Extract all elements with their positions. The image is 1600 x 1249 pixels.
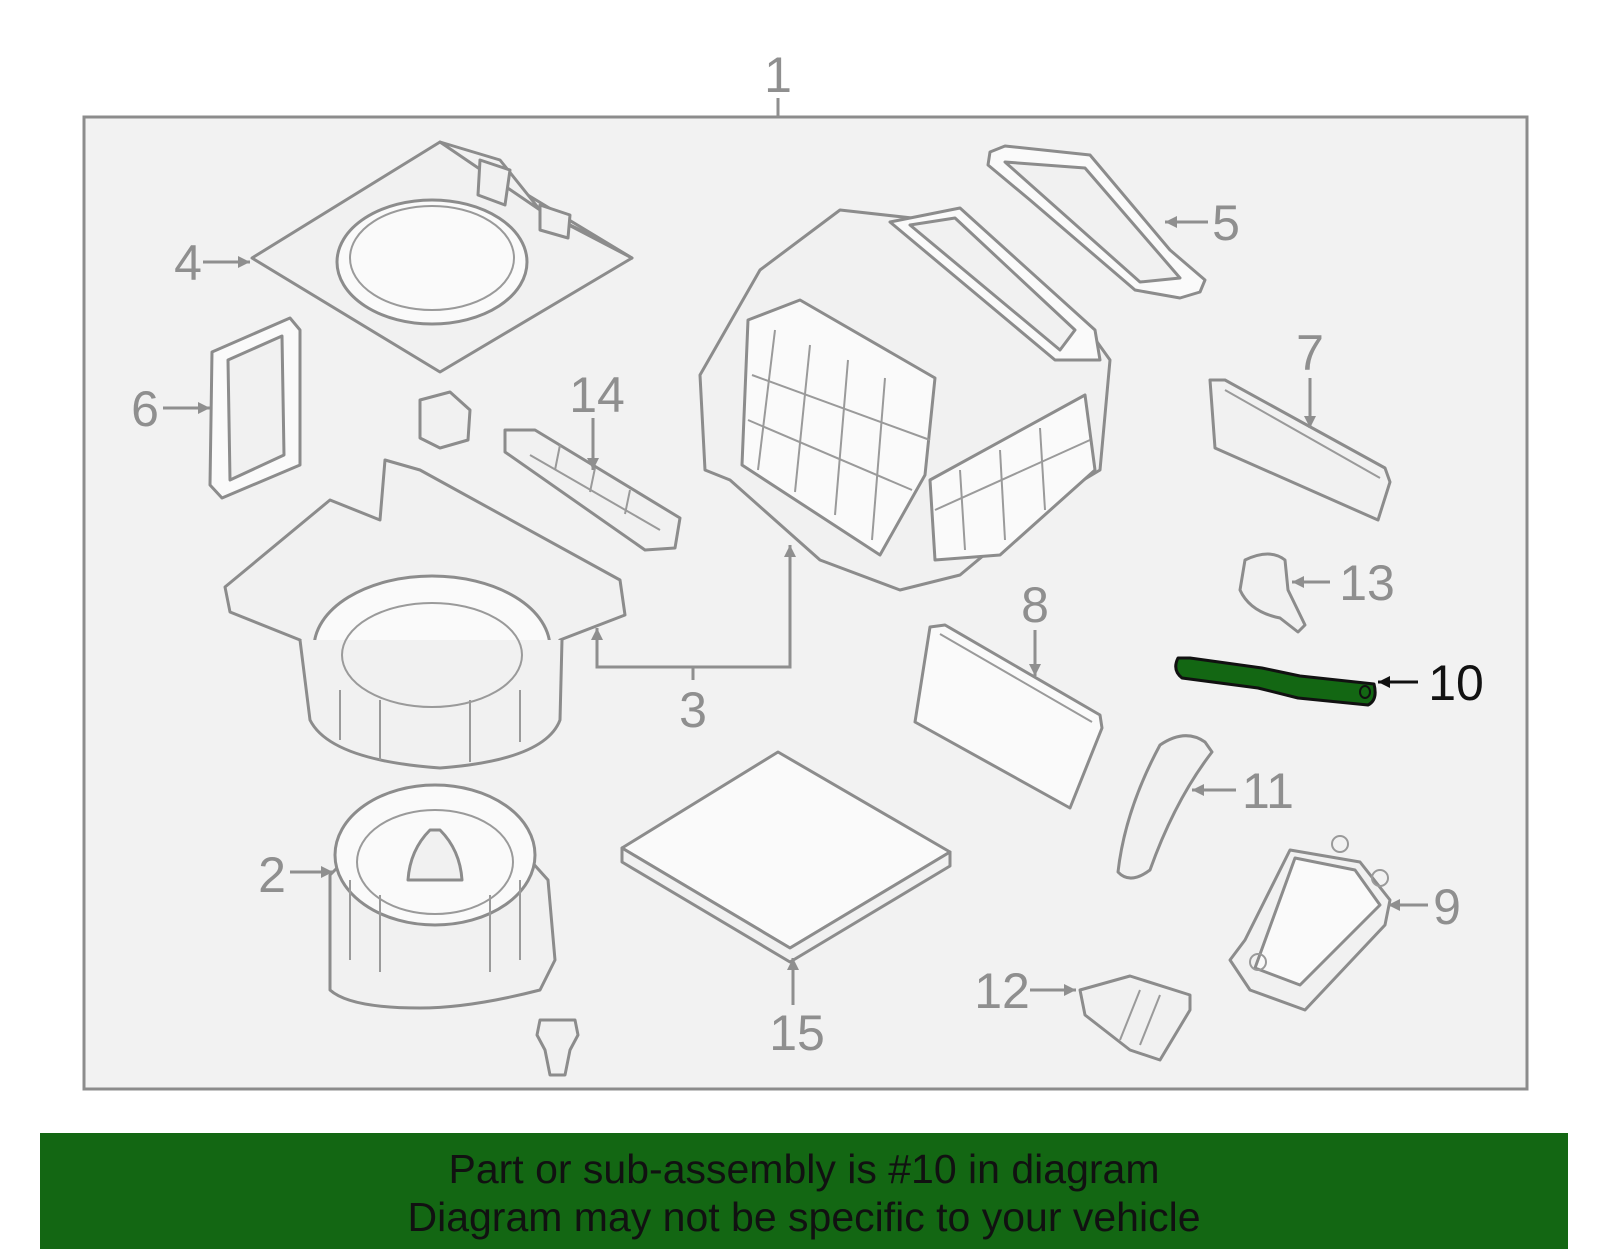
part-15-filter <box>620 750 952 964</box>
callout-15: 15 <box>769 1005 825 1061</box>
leader-lines <box>163 216 1428 1005</box>
callout-7: 7 <box>1296 325 1324 381</box>
callout-5: 5 <box>1212 195 1240 251</box>
callout-labels: 1 2 3 4 5 6 7 8 9 10 11 12 13 14 15 <box>131 47 1484 1061</box>
part-2-blower-motor <box>328 783 557 1010</box>
part-10-rod <box>1174 656 1377 707</box>
part-12-vent <box>1078 974 1192 1062</box>
part-3-lower-case <box>223 458 627 770</box>
callout-1: 1 <box>764 47 792 103</box>
callout-11: 11 <box>1242 763 1294 819</box>
callout-3: 3 <box>679 682 707 738</box>
part-14-grille <box>503 428 682 552</box>
callout-12: 12 <box>974 963 1030 1019</box>
callout-13: 13 <box>1339 555 1395 611</box>
info-banner: Part or sub-assembly is #10 in diagram D… <box>40 1133 1568 1249</box>
callout-14: 14 <box>569 367 625 423</box>
part-13-actuator <box>1238 552 1307 634</box>
part-6-seal <box>208 316 302 500</box>
callout-8: 8 <box>1021 577 1049 633</box>
part-5-gasket <box>986 144 1207 300</box>
part-9-module <box>1228 835 1392 1012</box>
callout-2: 2 <box>258 847 286 903</box>
part-11-duct <box>1116 734 1214 880</box>
grommet <box>418 390 472 450</box>
part-3-hvac-housing <box>698 206 1112 592</box>
callout-4: 4 <box>174 235 202 291</box>
callout-6: 6 <box>131 381 159 437</box>
banner-line-part: Part or sub-assembly is #10 in diagram <box>448 1146 1160 1192</box>
part-8-evaporator <box>913 623 1104 810</box>
part-4-blower-upper-case <box>250 140 634 374</box>
screw <box>535 1018 580 1077</box>
callout-9: 9 <box>1433 879 1461 935</box>
part-7-core <box>1208 378 1392 522</box>
banner-line-disclaimer: Diagram may not be specific to your vehi… <box>407 1194 1201 1240</box>
callout-10-highlighted: 10 <box>1428 655 1484 711</box>
